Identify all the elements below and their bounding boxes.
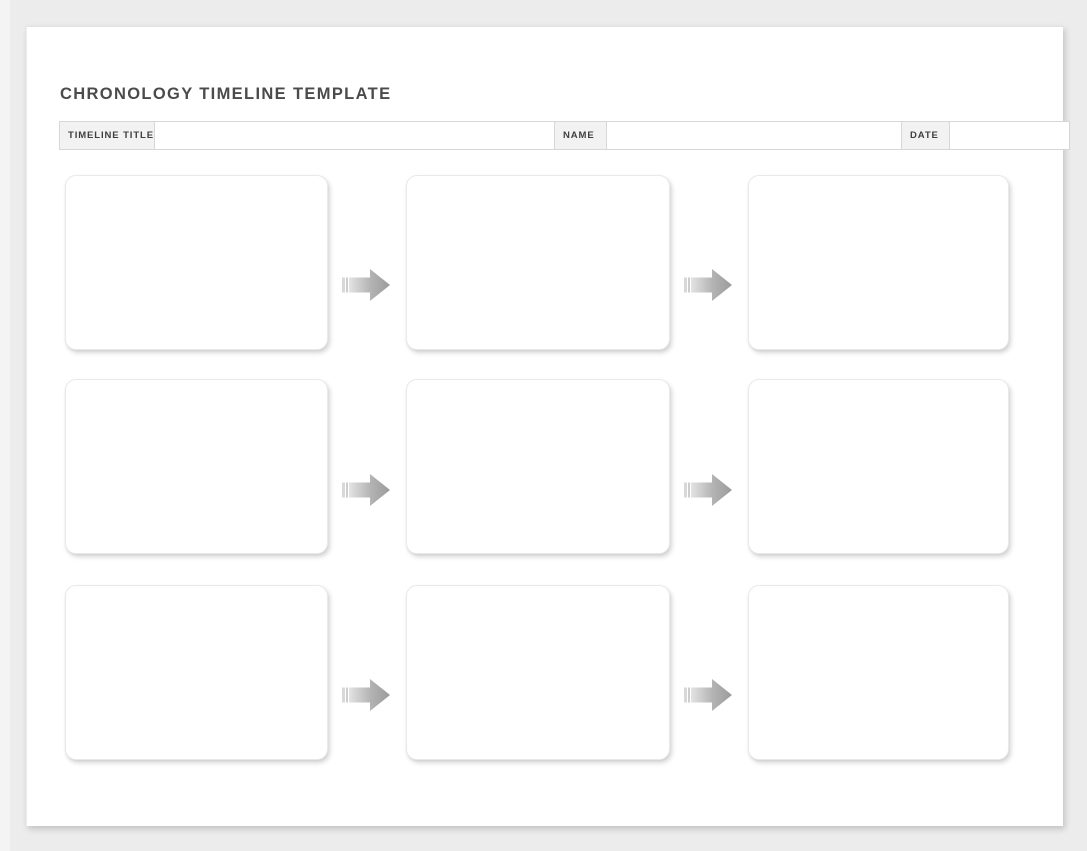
right-arrow-icon	[682, 265, 736, 305]
timeline-title-input[interactable]	[154, 121, 555, 150]
event-card-5[interactable]	[406, 379, 670, 554]
event-card-3[interactable]	[748, 175, 1009, 350]
event-card-6[interactable]	[748, 379, 1009, 554]
event-card-7[interactable]	[65, 585, 328, 760]
name-input[interactable]	[606, 121, 902, 150]
timeline-grid	[27, 27, 1064, 827]
date-input[interactable]	[949, 121, 1070, 150]
table-row: TIMELINE TITLE NAME DATE	[59, 121, 1070, 150]
event-card-8[interactable]	[406, 585, 670, 760]
timeline-info-table: TIMELINE TITLE NAME DATE	[59, 121, 1070, 150]
right-arrow-icon	[340, 470, 394, 510]
date-label: DATE	[901, 121, 950, 150]
right-arrow-icon	[340, 265, 394, 305]
page-title: CHRONOLOGY TIMELINE TEMPLATE	[60, 85, 392, 103]
event-card-1[interactable]	[65, 175, 328, 350]
right-arrow-icon	[682, 470, 736, 510]
right-arrow-icon	[682, 675, 736, 715]
event-card-4[interactable]	[65, 379, 328, 554]
right-arrow-icon	[340, 675, 394, 715]
event-card-9[interactable]	[748, 585, 1009, 760]
document-sheet: CHRONOLOGY TIMELINE TEMPLATE TIMELINE TI…	[26, 26, 1070, 827]
event-card-2[interactable]	[406, 175, 670, 350]
name-label: NAME	[554, 121, 607, 150]
